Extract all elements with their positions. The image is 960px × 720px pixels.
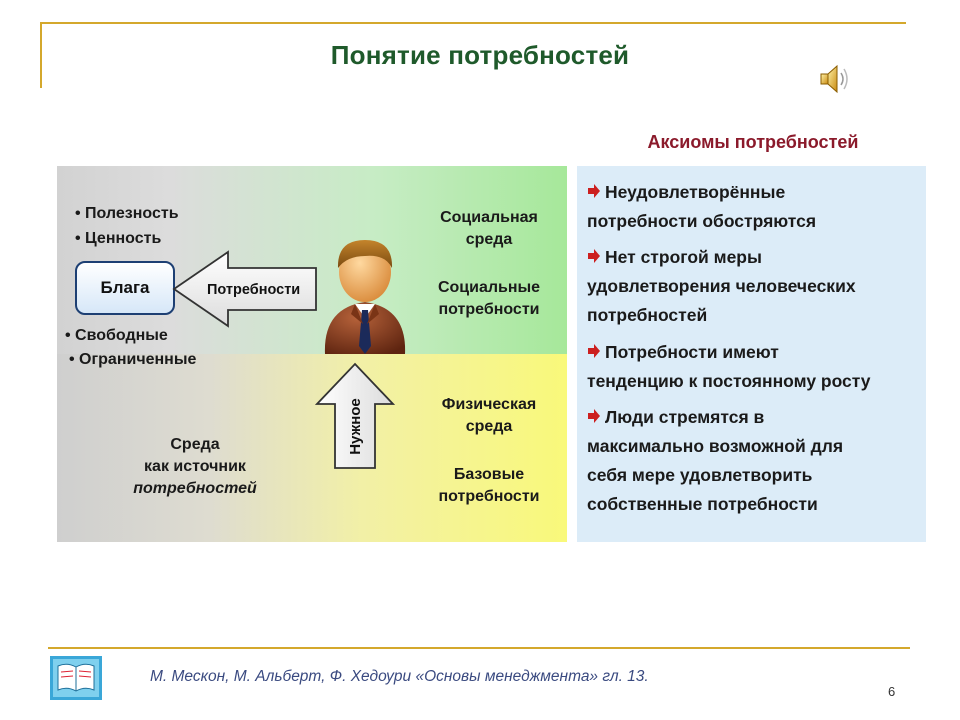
axiom-2-line3: потребностей (587, 305, 708, 325)
page-title: Понятие потребностей (330, 40, 630, 70)
label-social-env-line1: Социальная (440, 209, 538, 226)
bullet-usefulness: • Полезность (75, 205, 179, 222)
axiom-1-line2: потребности обостряются (587, 211, 817, 231)
axiom-1-line1: Неудовлетворённые (605, 182, 786, 202)
red-arrow-bullet-icon (587, 243, 605, 272)
citation: М. Мескон, М. Альберт, Ф. Хедоури «Основ… (150, 668, 649, 685)
axiom-1: Неудовлетворённые потребности обостряютс… (587, 178, 917, 236)
label-social-env: Социальная среда (429, 207, 549, 251)
top-left-rule (40, 22, 42, 88)
bullet-free: • Свободные (65, 327, 168, 344)
speaker-icon[interactable] (818, 62, 852, 96)
label-social-needs-line2: потребности (438, 301, 540, 318)
top-rule (40, 22, 906, 24)
label-social-env-line2: среда (465, 231, 513, 248)
axiom-2-line1: Нет строгой меры (605, 247, 762, 267)
needful-label-wrap: Нужное (331, 398, 379, 455)
red-arrow-bullet-icon (587, 403, 605, 432)
axiom-3-line1: Потребности имеют (605, 342, 779, 362)
axiom-3-line2: тенденцию к постоянному росту (587, 371, 871, 391)
label-physical-env-line1: Физическая (441, 396, 537, 413)
bullet-value: • Ценность (75, 230, 162, 247)
needful-up-arrow (315, 362, 395, 469)
label-basic-needs-line1: Базовые (453, 466, 525, 483)
environment-source-label: Среда как источник потребностей (125, 434, 265, 500)
axiom-4-line1: Люди стремятся в (605, 407, 765, 427)
label-basic-needs-line2: потребности (438, 488, 540, 505)
needs-arrow-label: Потребности (207, 282, 301, 298)
bullet-limited: • Ограниченные (69, 351, 197, 368)
physical-zone (57, 354, 567, 542)
source-line1: Среда (170, 436, 220, 453)
needful-label: Нужное (346, 397, 364, 455)
axiom-4: Люди стремятся в максимально возможной д… (587, 403, 917, 519)
axioms-title: Аксиомы потребностей (647, 132, 859, 152)
businessman-icon (324, 240, 406, 354)
label-social-needs-line1: Социальные (437, 279, 541, 296)
label-physical-env-line2: среда (465, 418, 513, 435)
axiom-4-line3: себя мере удовлетворить (587, 465, 813, 485)
page-number: 6 (888, 684, 896, 699)
label-basic-needs: Базовые потребности (429, 464, 549, 508)
bottom-rule (48, 647, 910, 649)
red-arrow-bullet-icon (587, 178, 605, 207)
axiom-2: Нет строгой меры удовлетворения человече… (587, 243, 917, 330)
axiom-4-line4: собственные потребности (587, 494, 818, 514)
label-social-needs: Социальные потребности (429, 277, 549, 321)
goods-box: Блага (75, 261, 175, 315)
axiom-3: Потребности имеют тенденцию к постоянном… (587, 338, 917, 396)
axiom-4-line2: максимально возможной для (587, 436, 844, 456)
axiom-2-line2: удовлетворения человеческих (587, 276, 856, 296)
axioms-panel: Неудовлетворённые потребности обостряютс… (577, 166, 926, 542)
needs-arrow (172, 250, 317, 328)
source-line2: как источник (144, 458, 246, 475)
source-line3: потребностей (133, 480, 257, 497)
red-arrow-bullet-icon (587, 338, 605, 367)
label-physical-env: Физическая среда (429, 394, 549, 438)
environment-diagram: • Полезность • Ценность Блага Потребност… (57, 166, 567, 542)
book-icon (50, 656, 102, 700)
